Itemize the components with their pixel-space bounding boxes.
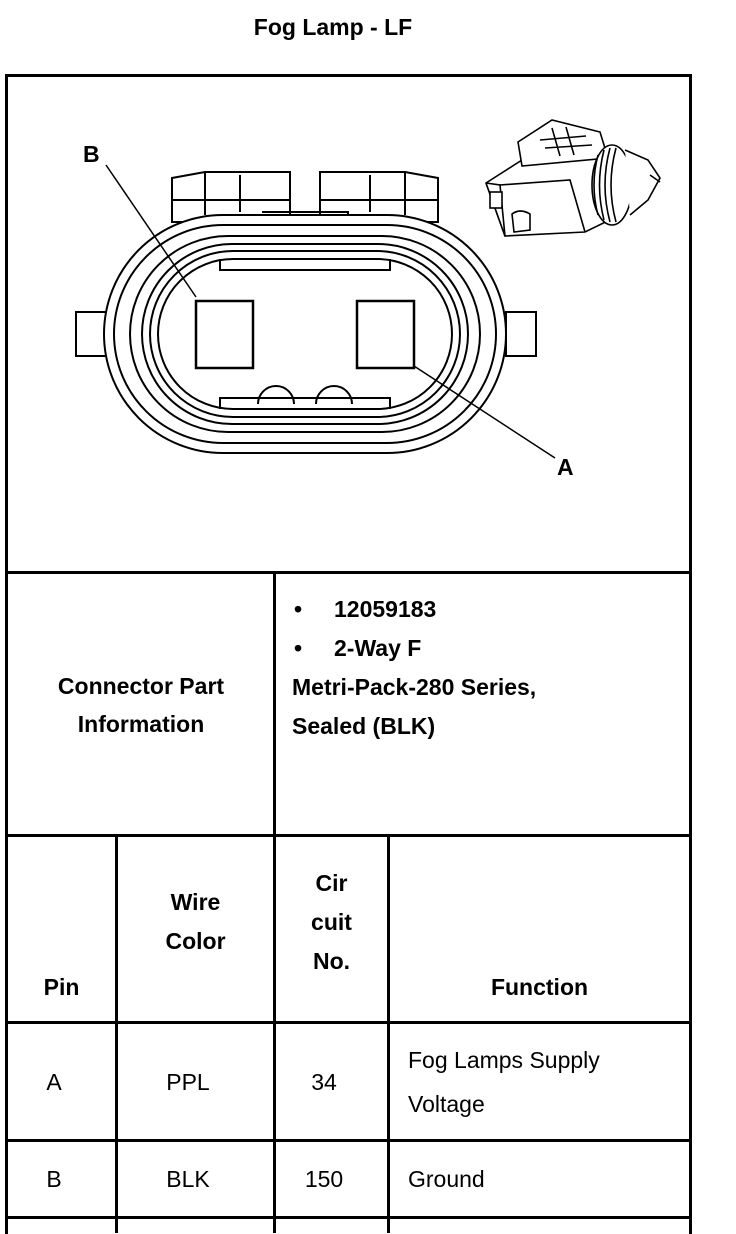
header-pin: Pin — [43, 974, 80, 1000]
divider — [5, 1021, 692, 1024]
divider — [273, 571, 276, 1233]
row-a-wire-color: PPL — [166, 1068, 210, 1095]
divider — [5, 1139, 692, 1142]
pin-a-label: A — [557, 454, 574, 480]
pin-b-label: B — [83, 141, 100, 167]
part-number: 12059183 — [334, 596, 437, 622]
page-title: Fog Lamp - LF — [253, 14, 413, 40]
header-function: Function — [490, 974, 589, 1000]
connector-seal: Sealed (BLK) — [292, 713, 436, 739]
table-frame — [5, 74, 692, 1234]
divider — [115, 834, 118, 1233]
row-b-function: Ground — [408, 1166, 485, 1192]
row-a-circuit: 34 — [311, 1068, 337, 1095]
header-wire-color: Wire Color — [165, 889, 226, 954]
row-a-function: Fog Lamps Supply Voltage — [408, 1047, 600, 1117]
divider — [5, 571, 692, 574]
row-a-pin: A — [46, 1068, 62, 1095]
divider — [387, 834, 390, 1233]
connector-type: 2-Way F — [334, 635, 422, 661]
connector-part-info: • 12059183 • 2-Way F Metri-Pack-280 Seri… — [292, 590, 682, 746]
connector-thumbnail-icon — [485, 119, 661, 237]
connector-series: Metri-Pack-280 Series, — [292, 674, 537, 700]
row-b-pin: B — [46, 1166, 62, 1192]
divider — [5, 834, 692, 837]
row-b-wire-color: BLK — [166, 1166, 210, 1192]
row-b-circuit: 150 — [304, 1166, 344, 1192]
connector-part-label: Connector Part Information — [57, 673, 225, 737]
connector-type-item: • 2-Way F — [292, 629, 682, 668]
connector-diagram — [75, 119, 661, 459]
part-number-item: • 12059183 — [292, 590, 682, 629]
header-circuit-number: Cir cuit No. — [311, 869, 352, 974]
divider — [5, 1216, 692, 1219]
